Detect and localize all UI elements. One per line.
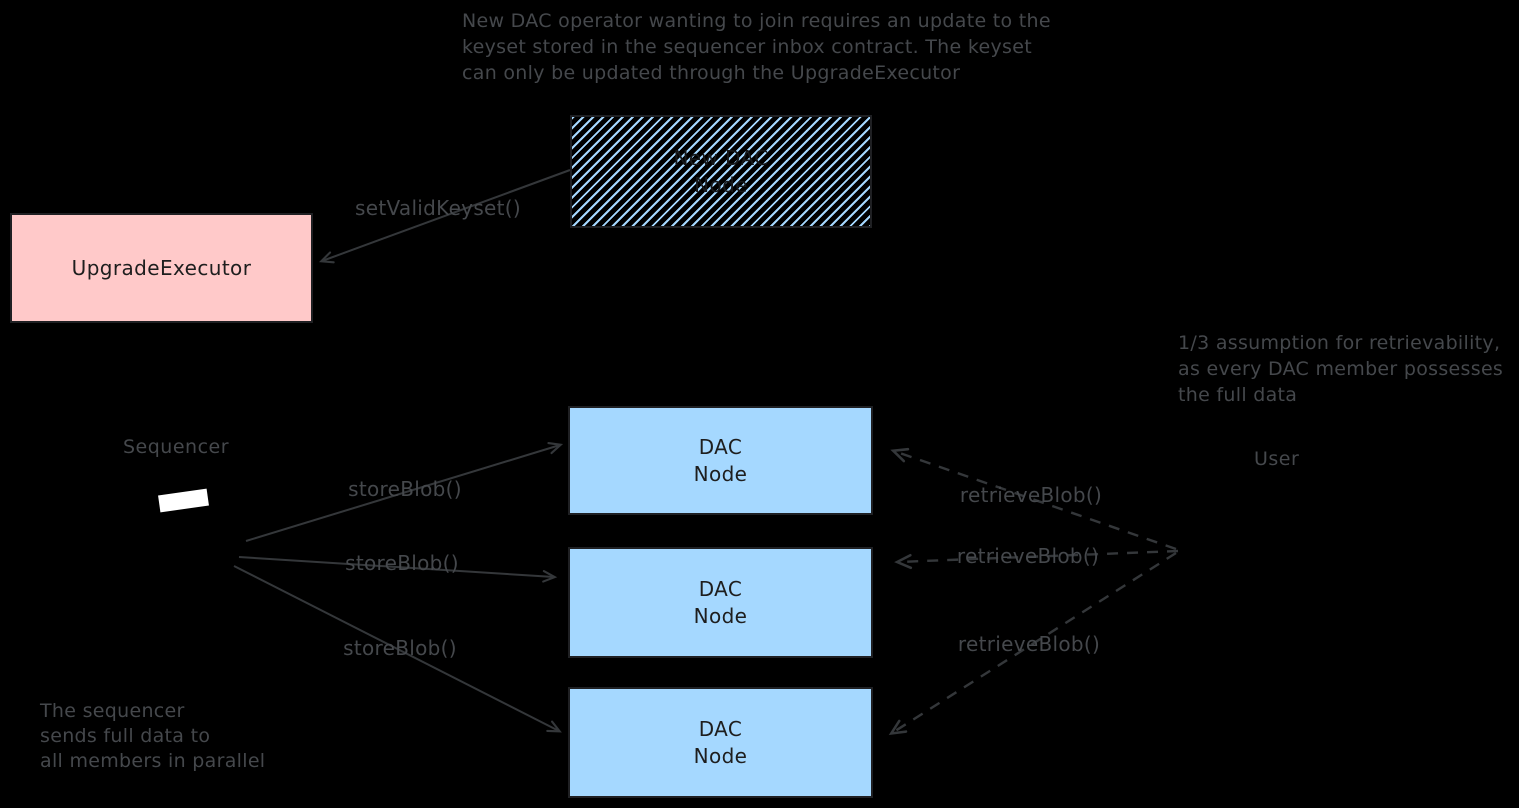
store-blob-arrow-1 (245, 441, 564, 542)
dac-node-3-label-line2: Node (693, 743, 748, 768)
edge-label-retrieve-blob-2: retrieveBlob() (956, 544, 1100, 568)
retrievability-note-line3: the full data (1178, 384, 1298, 406)
new-dac-node-label-line2: Node (694, 172, 748, 197)
store-blob-arrow-2 (238, 556, 558, 583)
dac-node-2-label-line1: DAC (698, 576, 743, 601)
user-label: User (1254, 448, 1300, 470)
retrieve-blob-arrow-3 (888, 551, 1177, 736)
dac-node-1-label-line2: Node (693, 461, 748, 486)
parallel-note-line1: The sequencer (40, 700, 185, 722)
edge-label-store-blob-2: storeBlob() (345, 551, 459, 575)
dac-node-3-label-line1: DAC (698, 716, 743, 741)
edge-label-retrieve-blob-3: retrieveBlob() (957, 632, 1101, 656)
edge-label-store-blob-3: storeBlob() (343, 636, 457, 660)
sequencer-shape (158, 488, 209, 513)
sequencer-label: Sequencer (123, 436, 230, 458)
upgrade-executor-label: UpgradeExecutor (71, 255, 252, 280)
new-dac-node-box: New DAC Node (570, 115, 872, 228)
retrievability-note: 1/3 assumption for retrievability, as ev… (1178, 330, 1503, 408)
retrieve-blob-arrow-2 (894, 549, 1179, 570)
parallel-note-line2: sends full data to (40, 725, 211, 747)
edge-label-store-blob-1: storeBlob() (348, 477, 462, 501)
retrievability-note-line1: 1/3 assumption for retrievability, (1178, 332, 1501, 354)
store-blob-arrow-3 (233, 565, 562, 733)
parallel-note-line3: all members in parallel (40, 750, 266, 772)
retrieve-blob-arrow-1 (890, 447, 1177, 551)
dac-node-1-label-line1: DAC (698, 434, 743, 459)
dac-node-box-3: DAC Node (568, 687, 873, 798)
keyset-note-line1: New DAC operator wanting to join require… (462, 10, 1051, 32)
retrievability-note-line2: as every DAC member possesses (1178, 358, 1504, 380)
new-dac-node-label-line1: New DAC (673, 145, 769, 170)
parallel-note: The sequencer sends full data to all mem… (40, 699, 265, 774)
set-valid-keyset-arrow (318, 169, 571, 264)
dac-node-box-2: DAC Node (568, 547, 873, 658)
dac-node-2-label-line2: Node (693, 603, 748, 628)
upgrade-executor-box: UpgradeExecutor (10, 213, 313, 323)
edge-label-set-valid-keyset: setValidKeyset() (355, 196, 521, 220)
edge-label-retrieve-blob-1: retrieveBlob() (959, 483, 1103, 507)
keyset-note: New DAC operator wanting to join require… (462, 8, 1051, 86)
dac-node-box-1: DAC Node (568, 406, 873, 515)
keyset-note-line2: keyset stored in the sequencer inbox con… (462, 36, 1032, 58)
keyset-note-line3: can only be updated through the UpgradeE… (462, 62, 961, 84)
